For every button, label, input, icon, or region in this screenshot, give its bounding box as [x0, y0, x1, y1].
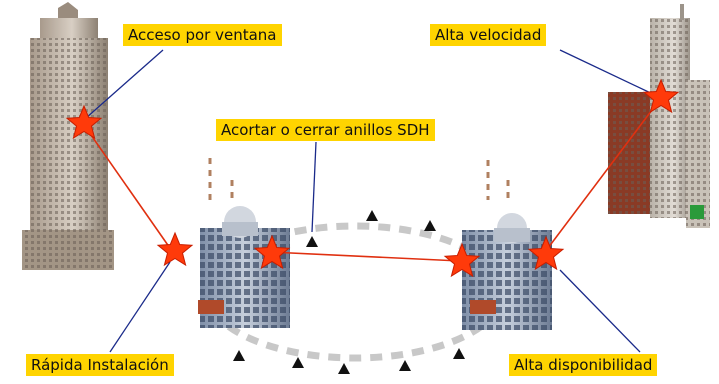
- ring-triangle: [366, 210, 378, 221]
- ring-triangle: [399, 360, 411, 371]
- right-building: [462, 213, 552, 330]
- callout-alta-velocidad: Alta velocidad: [430, 24, 547, 46]
- star-icon: [527, 235, 565, 271]
- ring-triangle: [453, 348, 465, 359]
- ring-triangle: [233, 350, 245, 361]
- pointer-lines: [85, 49, 658, 353]
- pointer-alta-velocidad: [559, 49, 658, 97]
- red-links: [83, 97, 662, 262]
- ring-triangle: [338, 363, 350, 374]
- link-left-to-right-bldg: [269, 251, 461, 262]
- ring-triangle: [292, 357, 304, 368]
- stars: [65, 78, 680, 278]
- callout-acortar-anillos: Acortar o cerrar anillos SDH: [216, 119, 435, 141]
- dashed-marks: [208, 158, 510, 200]
- ring-node-markers: [233, 210, 465, 374]
- ring-triangle: [424, 220, 436, 231]
- pointer-acceso: [85, 49, 164, 119]
- left-skyscraper: [22, 2, 114, 270]
- star-icon: [642, 78, 680, 114]
- star-icon: [253, 234, 291, 270]
- star-icon: [443, 242, 481, 278]
- callout-acceso-por-ventana: Acceso por ventana: [123, 24, 282, 46]
- pointer-acortar: [311, 141, 317, 233]
- link-altavel-to-right-bldg: [544, 97, 662, 253]
- pointer-rapida: [109, 261, 171, 353]
- star-icon: [65, 104, 103, 140]
- callout-rapida-instalacion: Rápida Instalación: [26, 354, 174, 376]
- ring-triangle: [306, 236, 318, 247]
- callout-alta-disponibilidad: Alta disponibilidad: [509, 354, 658, 376]
- link-acceso-to-left-bldg: [83, 124, 173, 252]
- right-skyscraper: [608, 4, 710, 228]
- left-building: [198, 206, 290, 328]
- pointer-alta-disp: [559, 269, 641, 353]
- star-icon: [156, 231, 194, 267]
